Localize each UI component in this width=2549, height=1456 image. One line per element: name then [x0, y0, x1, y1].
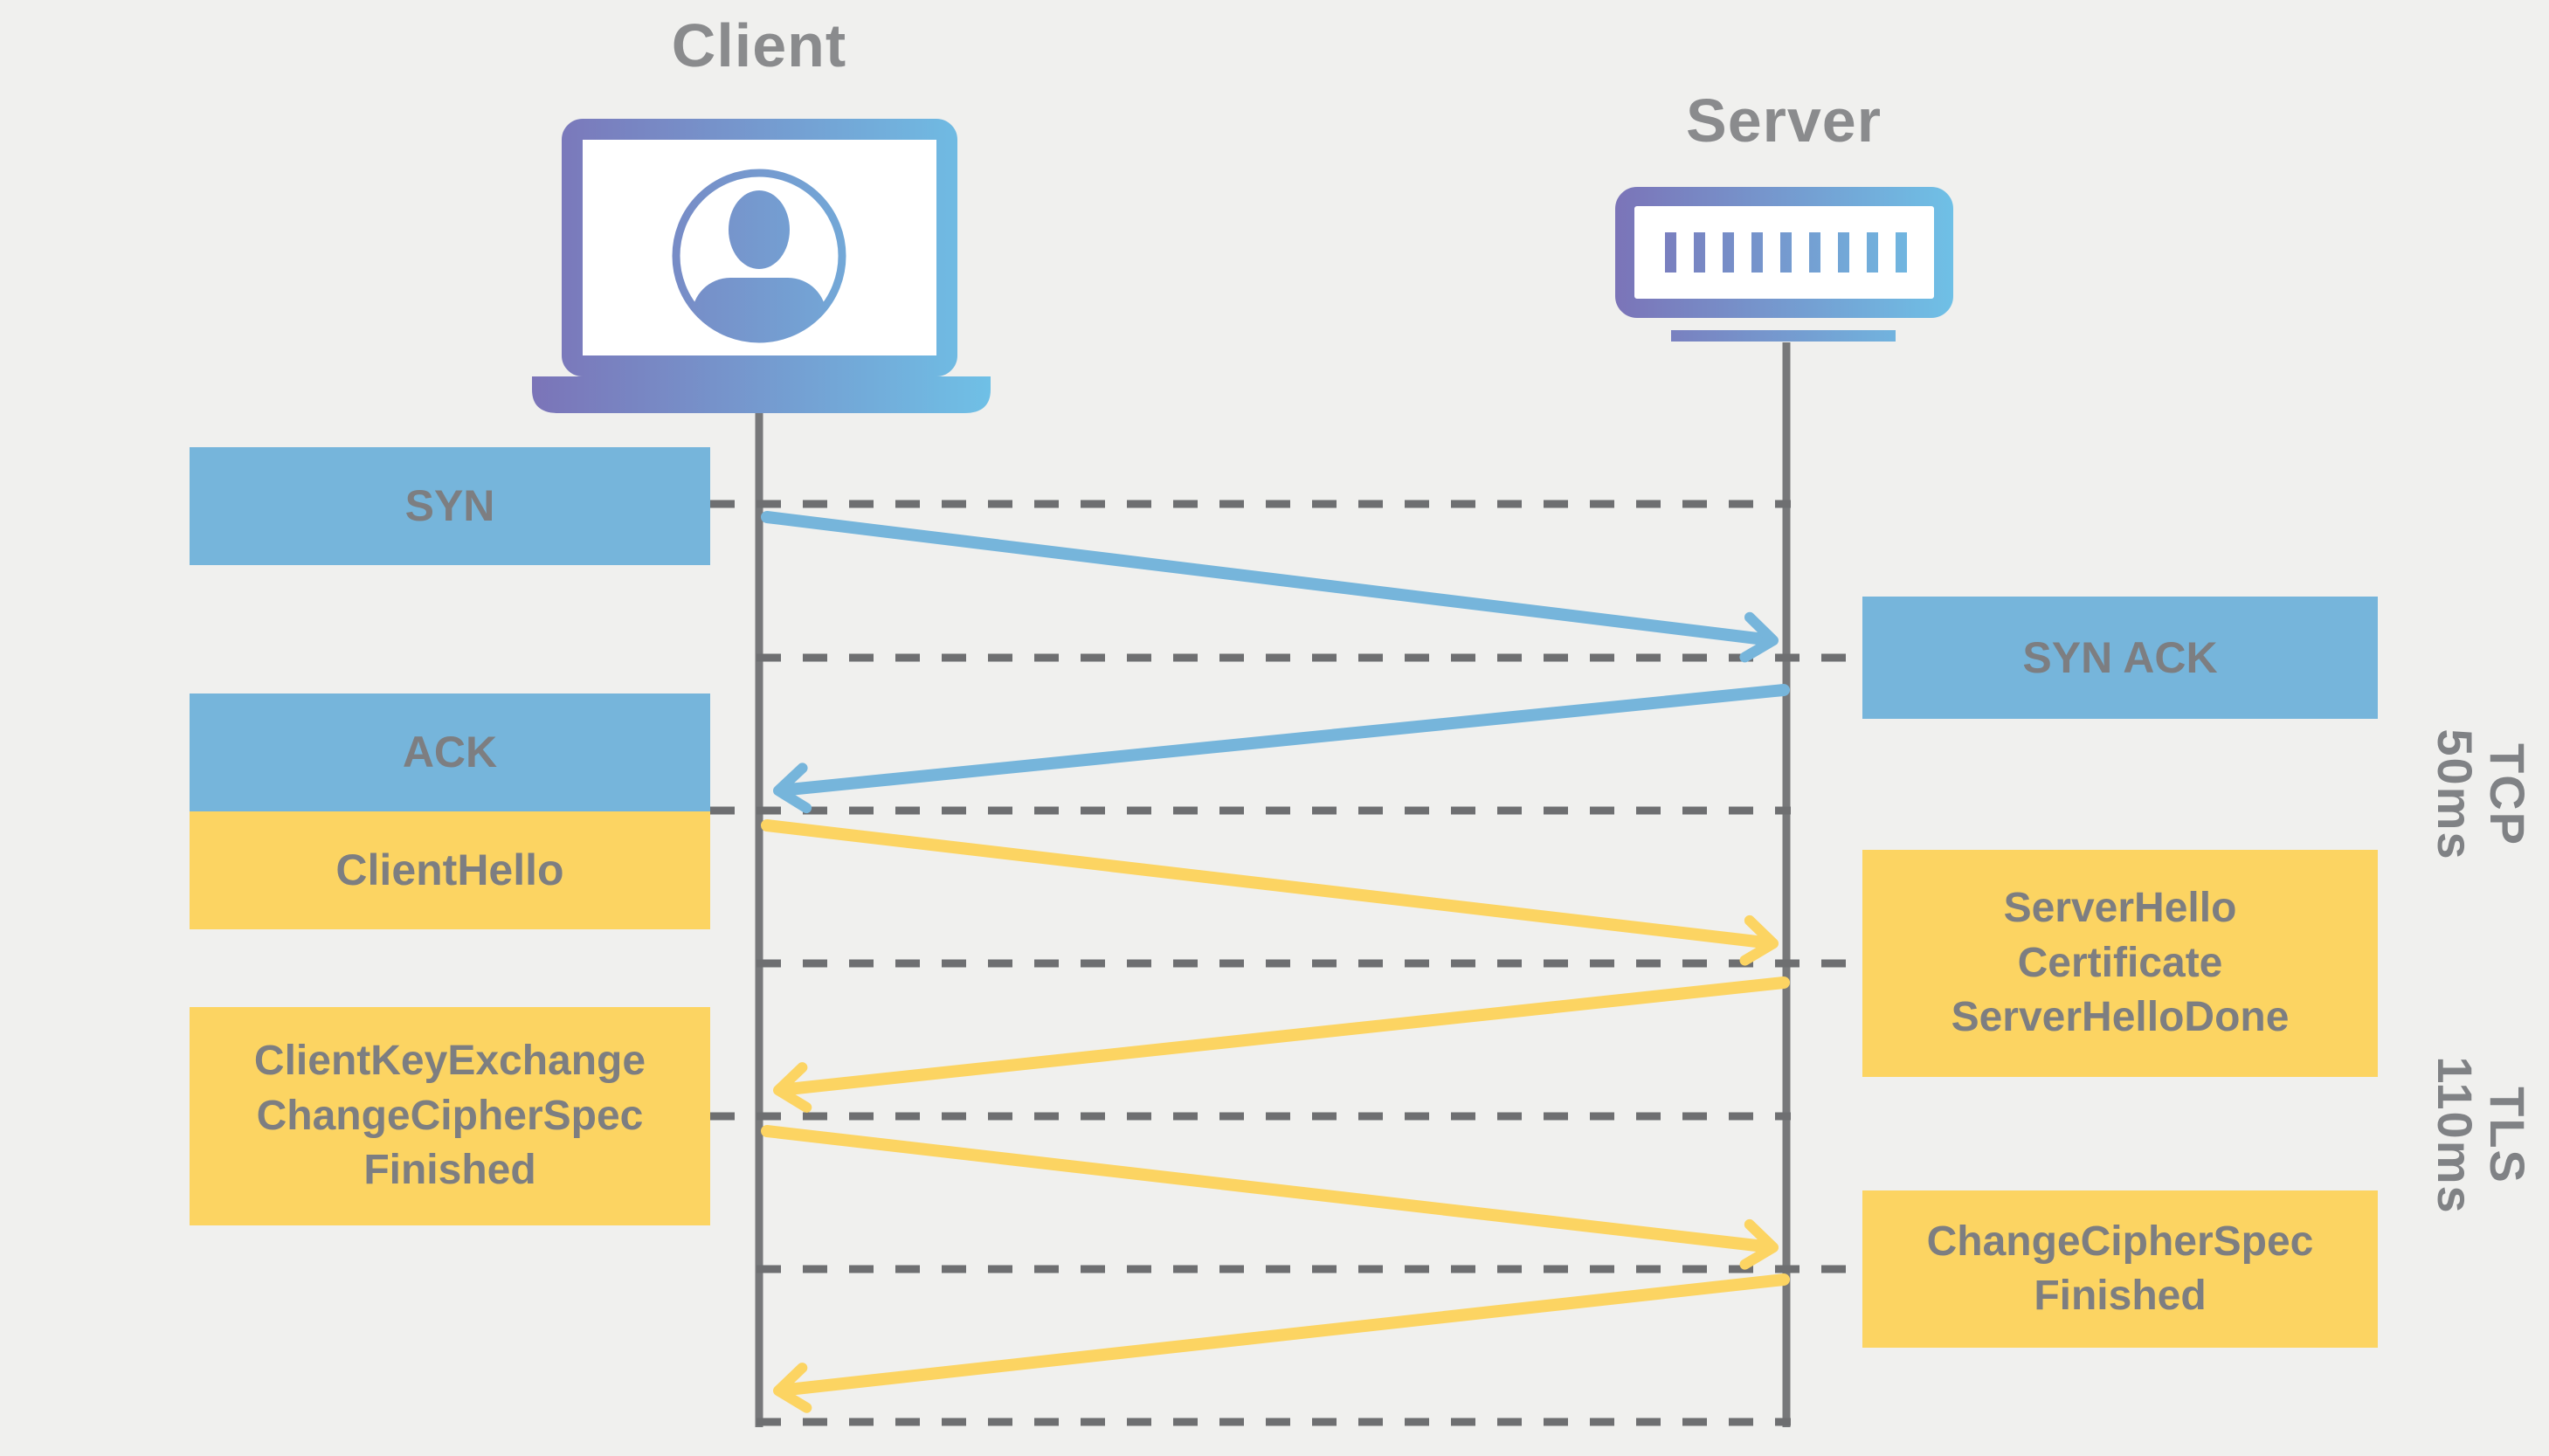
serverhellodone-line: ServerHelloDone	[1951, 994, 2290, 1041]
server-title: Server	[1686, 86, 1882, 155]
certificate-line: Certificate	[2017, 939, 2223, 986]
serverhello-message-box: ServerHello Certificate ServerHelloDone	[1862, 850, 2378, 1077]
server-slots	[1665, 232, 1907, 273]
clientkeyexchange-message-box: ClientKeyExchange ChangeCipherSpec Finis…	[190, 1007, 710, 1225]
clienthello-label: ClientHello	[335, 845, 564, 894]
tcp-phase-label: TCP 50ms	[2350, 664, 2549, 926]
arrow-clienthello	[761, 819, 1779, 966]
serverhello-line: ServerHello	[2003, 885, 2237, 932]
ack-message-box: ACK	[190, 693, 710, 811]
clienthello-message-box: ClientHello	[190, 811, 710, 929]
laptop-user-icon	[532, 119, 991, 413]
finished-line: Finished	[363, 1147, 536, 1194]
client-title: Client	[671, 11, 847, 79]
arrow-syn	[761, 511, 1779, 663]
tls-duration-label: 110ms	[2428, 1056, 2483, 1215]
message-arrows	[761, 511, 1790, 1413]
avatar-head	[729, 190, 790, 269]
arrow-clientkeyexchange	[761, 1125, 1779, 1270]
changecipherspec-line: ChangeCipherSpec	[1926, 1218, 2314, 1265]
tls-protocol-label: TLS	[2480, 1087, 2536, 1184]
syn-label: SYN	[404, 481, 495, 530]
changecipherspec-message-box: ChangeCipherSpec Finished	[1862, 1190, 2378, 1348]
synack-label: SYN ACK	[2022, 632, 2218, 682]
tls-phase-label: TLS 110ms	[2350, 1004, 2549, 1266]
arrow-serverhello	[773, 976, 1790, 1113]
changecipherspec-line: ChangeCipherSpec	[256, 1092, 644, 1139]
timing-grid	[710, 500, 1862, 1426]
arrow-synack	[773, 684, 1790, 814]
arrow-changecipherspec	[773, 1273, 1790, 1413]
synack-message-box: SYN ACK	[1862, 597, 2378, 719]
syn-message-box: SYN	[190, 447, 710, 565]
tcp-protocol-label: TCP	[2480, 743, 2536, 846]
laptop-base	[532, 376, 991, 413]
user-avatar-icon	[692, 190, 826, 335]
avatar-body	[692, 278, 826, 335]
tcp-duration-label: 50ms	[2428, 728, 2483, 861]
server-rack-icon	[1615, 187, 1953, 342]
finished-line: Finished	[2034, 1273, 2207, 1319]
clientkeyexchange-line: ClientKeyExchange	[253, 1038, 646, 1085]
ack-label: ACK	[402, 728, 498, 776]
server-base-bar	[1671, 330, 1896, 342]
